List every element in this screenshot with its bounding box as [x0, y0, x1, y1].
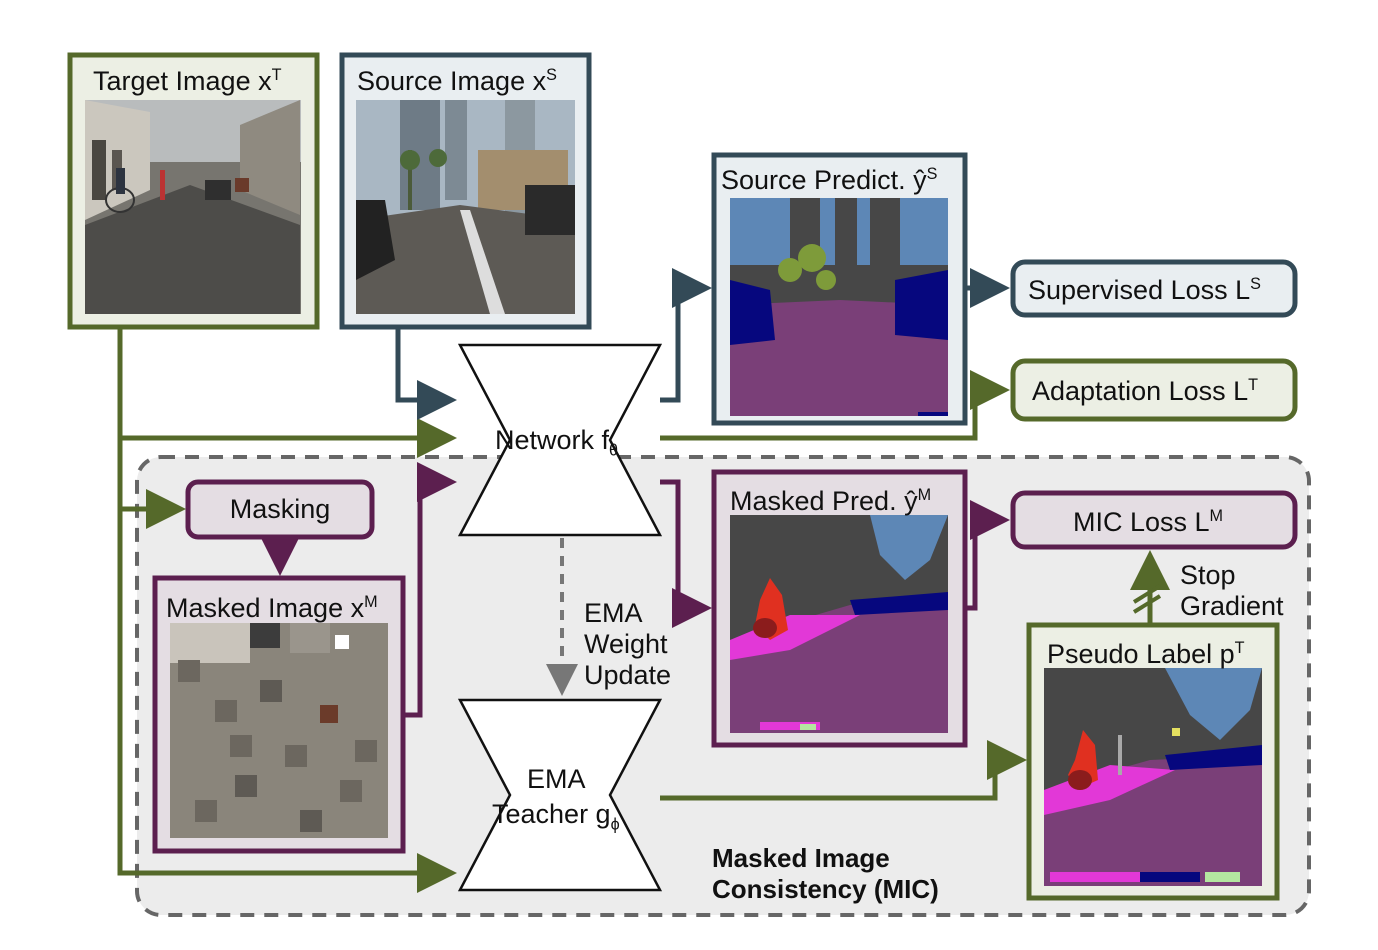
arrow-source-to-network: [395, 327, 457, 420]
masked-pred-segmentation: [730, 515, 948, 733]
source-image-photo: [356, 100, 575, 314]
stop-gradient-line2: Gradient: [1180, 591, 1284, 621]
arrow-network-to-source-predict: [660, 268, 712, 403]
stop-gradient-marks: [1132, 584, 1162, 614]
adaptation-loss-box: [1010, 358, 1298, 422]
teacher-label-line1: EMA: [527, 764, 586, 794]
stop-gradient-line1: Stop: [1180, 560, 1236, 590]
teacher-shape: [457, 698, 663, 892]
network-shape: [457, 343, 663, 537]
masked-image-label: Masked Image xM: [166, 593, 378, 623]
arrow-network-to-masked-pred: [660, 479, 712, 628]
supervised-loss-box: [1010, 259, 1298, 318]
mic-loss-label: MIC Loss LM: [1073, 507, 1224, 537]
arrow-target-to-teacher: [117, 509, 457, 893]
source-image-label: Source Image xS: [357, 66, 557, 96]
ema-update-line1: EMA: [584, 598, 643, 628]
arrow-masked-image-to-network: [403, 462, 457, 718]
arrow-teacher-to-pseudo-label: [660, 740, 1027, 801]
arrow-network-to-adaptation-loss: [660, 370, 1010, 441]
ema-update-line2: Weight: [584, 629, 668, 659]
target-image-photo: [85, 100, 301, 314]
pseudo-label-segmentation: [1044, 668, 1262, 886]
masked-pred-label: Masked Pred. ŷM: [730, 486, 932, 516]
masking-label: Masking: [229, 494, 331, 524]
mic-title: Masked Image Consistency (MIC): [712, 843, 939, 904]
pseudo-label-label: Pseudo Label pT: [1047, 639, 1245, 669]
source-predict-segmentation: [730, 198, 948, 416]
ema-update-line3: Update: [584, 660, 672, 690]
teacher-label-line2: Teacher gϕ: [492, 799, 620, 834]
source-predict-label: Source Predict. ŷS: [721, 165, 938, 195]
adaptation-loss-label: Adaptation Loss LT: [1032, 376, 1259, 406]
arrow-masked-pred-to-mic-loss: [965, 500, 1010, 611]
mic-loss-box: [1010, 490, 1298, 550]
supervised-loss-label: Supervised Loss LS: [1028, 275, 1261, 305]
masked-image-photo: [170, 623, 388, 838]
network-label: Network fθ: [495, 425, 619, 460]
target-image-label: Target Image xT: [93, 66, 282, 96]
